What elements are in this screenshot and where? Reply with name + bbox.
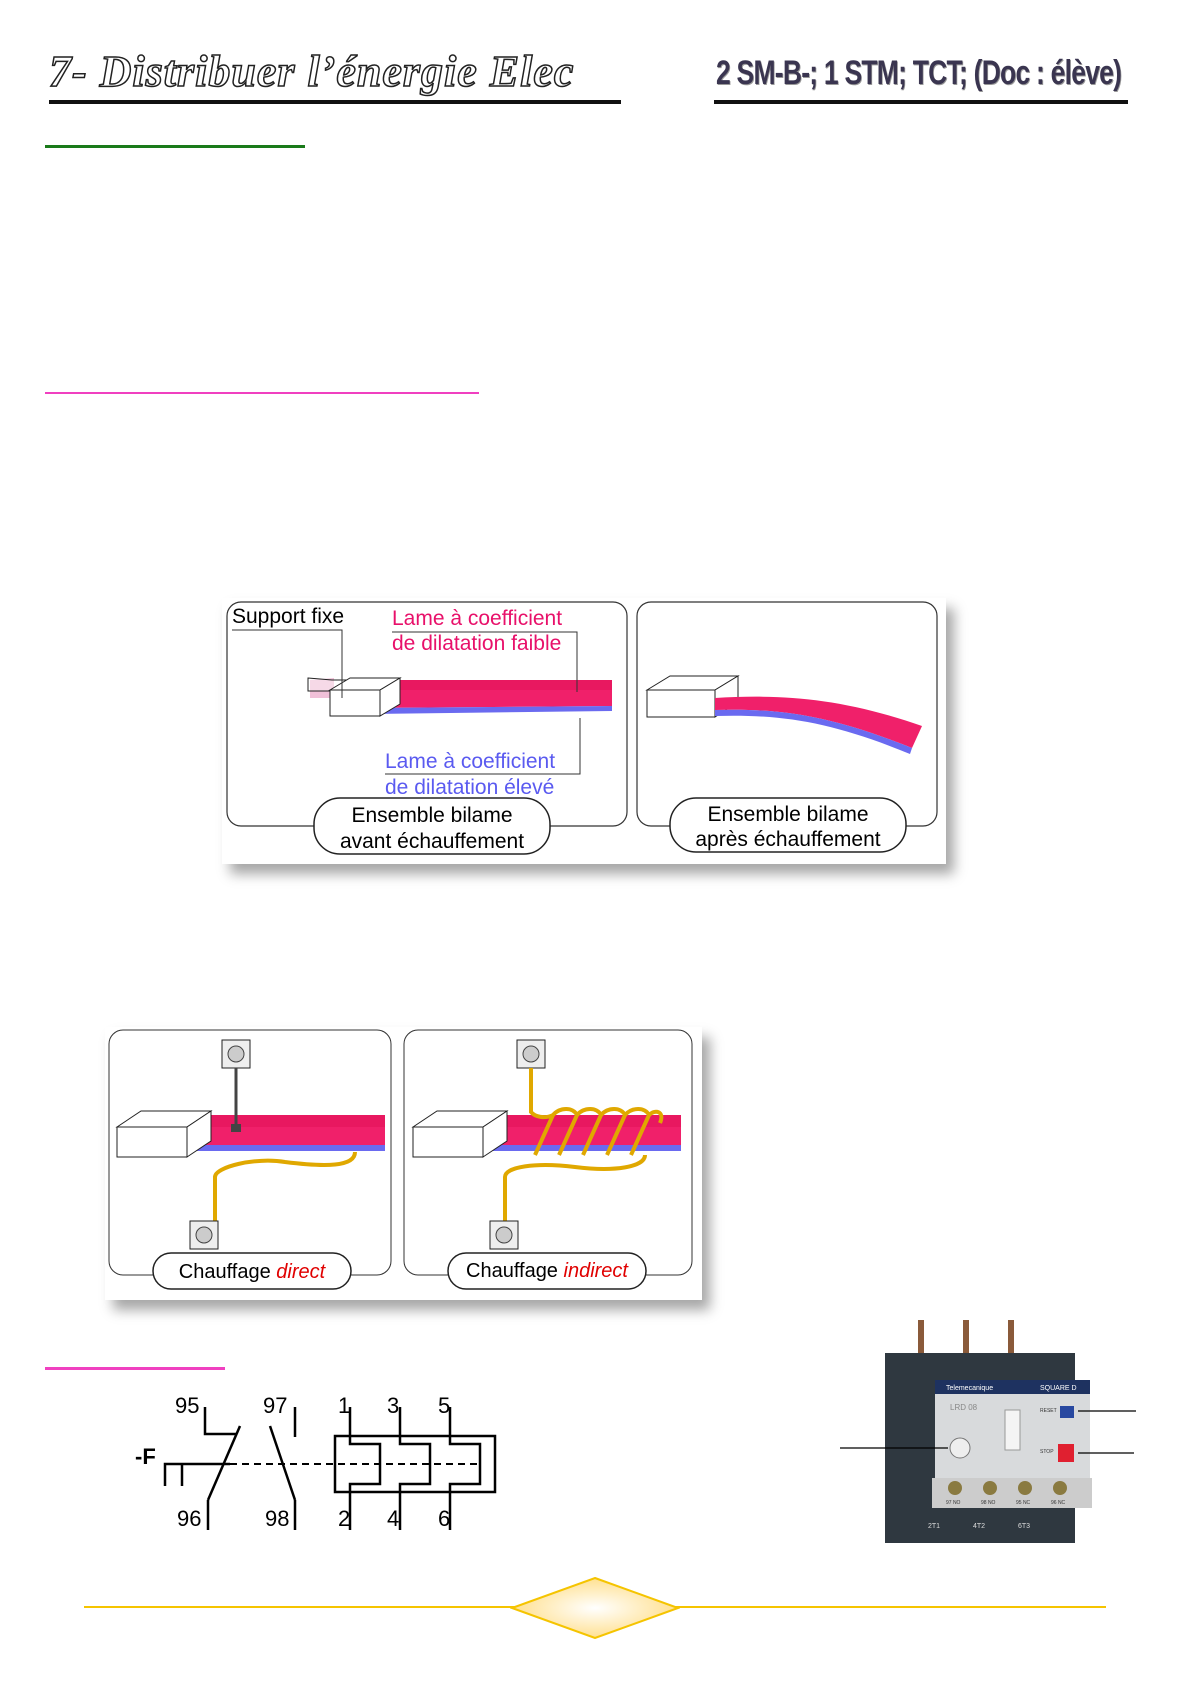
terminal-6t3: 6T3 — [1018, 1523, 1030, 1530]
page-title: 7- Distribuer l’énergie Elec — [48, 46, 575, 97]
stop-label: STOP — [1040, 1449, 1054, 1455]
terminal-4: 4 — [387, 1506, 399, 1531]
terminal-5: 5 — [438, 1393, 450, 1418]
caption-indirect: Chauffage indirect — [466, 1260, 629, 1282]
terminal-2t1: 2T1 — [928, 1523, 940, 1530]
indirect-bilame — [411, 1039, 681, 1250]
terminal-2: 2 — [338, 1506, 350, 1531]
section-heading-line-green — [45, 145, 305, 148]
model-label: LRD 08 — [950, 1403, 978, 1412]
label-lame-eleve-2: de dilatation élevé — [385, 776, 554, 799]
section-heading-line-pink — [45, 392, 479, 394]
caption-avant-2: avant échauffement — [340, 830, 524, 853]
terminal-3: 3 — [387, 1393, 399, 1418]
device-ref: -F — [135, 1444, 156, 1469]
label-lame-faible-2: de dilatation faible — [392, 632, 561, 655]
reset-label: RESET — [1040, 1408, 1057, 1414]
contact-98: 98 NO — [981, 1500, 996, 1506]
terminal-98: 98 — [265, 1506, 289, 1531]
terminal-1: 1 — [338, 1393, 350, 1418]
title-underline — [49, 100, 621, 104]
terminal-95: 95 — [175, 1393, 199, 1418]
contact-96: 96 NC — [1051, 1500, 1066, 1506]
label-lame-eleve-1: Lame à coefficient — [385, 750, 555, 773]
direct-bilame — [115, 1039, 385, 1250]
terminal-6: 6 — [438, 1506, 450, 1531]
class-subtitle: 2 SM-B-; 1 STM; TCT; (Doc : élève) — [716, 54, 1122, 92]
bilame-figure: Support fixe Lame à coefficient de dilat… — [222, 598, 946, 864]
brand-label: Telemecanique — [946, 1385, 993, 1392]
caption-direct: Chauffage direct — [179, 1261, 327, 1283]
bilame-straight — [307, 677, 612, 717]
terminal-4t2: 4T2 — [973, 1523, 985, 1530]
bilame-bent — [645, 675, 922, 754]
terminal-97: 97 — [263, 1393, 287, 1418]
relay-symbol: 95 96 97 98 1 2 3 4 5 6 -F — [130, 1392, 520, 1537]
footer-diamond — [510, 1577, 680, 1639]
terminal-96: 96 — [177, 1506, 201, 1531]
reset-button — [1060, 1406, 1074, 1418]
heating-figure: Chauffage direct Chauffage indirect — [105, 1027, 702, 1300]
contact-95: 95 NC — [1016, 1500, 1031, 1506]
range-label: SQUARE D — [1040, 1385, 1077, 1392]
subtitle-underline — [714, 100, 1128, 104]
label-lame-faible-1: Lame à coefficient — [392, 607, 562, 630]
caption-apres-2: après échauffement — [695, 828, 880, 851]
label-support-fixe: Support fixe — [232, 605, 344, 628]
stop-button — [1058, 1444, 1074, 1462]
section-heading-line-pink-2 — [45, 1367, 225, 1370]
caption-apres-1: Ensemble bilame — [707, 803, 868, 826]
contact-97: 97 NO — [946, 1500, 961, 1506]
caption-avant-1: Ensemble bilame — [351, 804, 512, 827]
